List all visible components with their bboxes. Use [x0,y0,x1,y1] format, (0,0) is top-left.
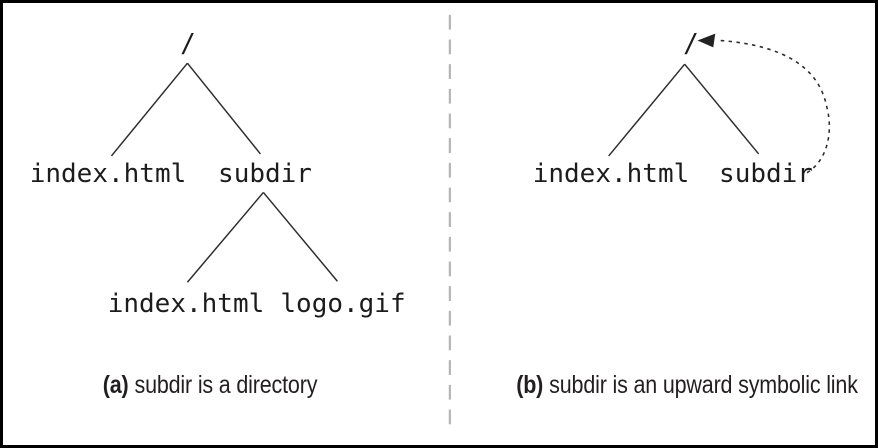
panel-a-caption-text: subdir is a directory [134,371,318,399]
panel-a-node-logo-gif: logo.gif [280,289,406,319]
tree-edge [684,63,760,155]
panel-b-caption-inner: (b)subdir is an upward symbolic link [516,373,858,398]
panel-a-caption: (a)subdir is a directory [85,373,335,398]
panel-b-node-index-html: index.html [532,159,690,189]
panel-a-root-node: / [180,29,196,59]
panel-b-caption-text: subdir is an upward symbolic link [549,371,858,399]
panel-a-node-subdir: subdir [218,159,312,189]
symlink-arrow-curve-icon [720,39,831,174]
tree-edge [186,191,264,283]
panel-b-caption: (b)subdir is an upward symbolic link [488,373,875,398]
symlink-arrowhead-icon [697,33,716,48]
panel-b-root-node: / [683,29,699,59]
panel-b-tree-edges [608,63,760,157]
panel-a-node-index-html-2: index.html [107,289,265,319]
panel-b-node-subdir: subdir [719,159,813,189]
panel-b-caption-label: (b) [516,371,544,399]
tree-edge [186,62,262,155]
tree-edge [110,62,188,157]
panel-a-caption-label: (a) [102,371,129,399]
panel-a-node-index-html: index.html [29,159,187,189]
tree-edge [262,191,338,282]
tree-edge [608,63,686,157]
panel-a-caption-inner: (a)subdir is a directory [103,373,318,398]
